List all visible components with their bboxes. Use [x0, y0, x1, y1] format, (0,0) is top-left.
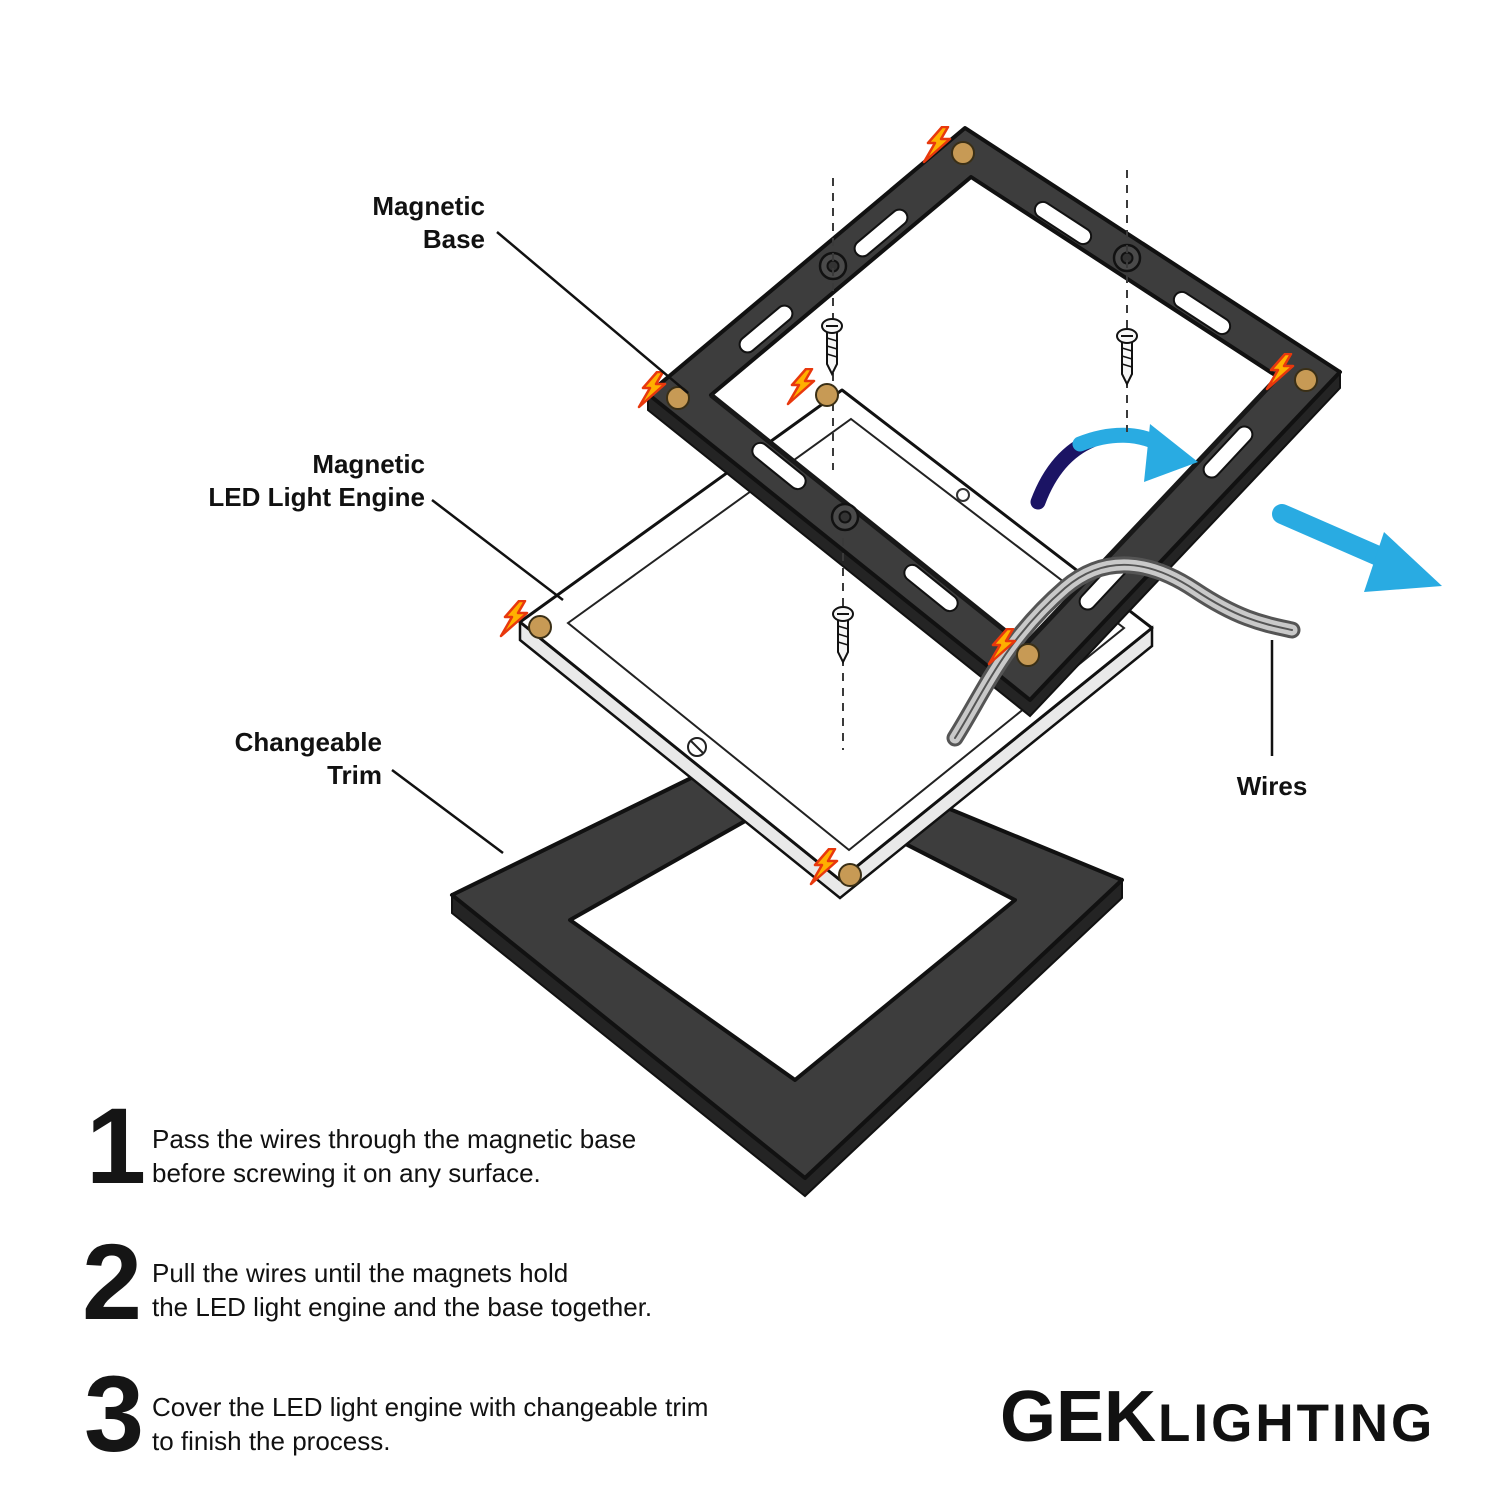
pull-up-arrow [1030, 424, 1198, 510]
label-magnetic-base: Magnetic Base [372, 191, 485, 254]
engine-screw-hole [687, 737, 707, 757]
leader-lines [391, 231, 1274, 855]
step-2-number: 2 [82, 1221, 142, 1342]
engine-small-hole [956, 488, 970, 502]
trim-graphic [450, 735, 1124, 1198]
step-1-text: Pass the wires through the magnetic base… [152, 1124, 637, 1189]
magnet-dots [528, 141, 1318, 887]
leader-trim [391, 768, 504, 855]
pull-out-arrow [1272, 504, 1442, 592]
screw-graphic [821, 318, 1138, 665]
leader-magnetic-base [496, 231, 689, 394]
leader-led-engine [431, 499, 564, 601]
logo-brand-text: GEK [1000, 1377, 1157, 1457]
wire-graphic [946, 556, 1301, 747]
base-screw-bosses [818, 243, 1142, 532]
step-3-number: 3 [84, 1353, 144, 1474]
step-1-number: 1 [86, 1085, 146, 1206]
step-3-text: Cover the LED light engine with changeab… [152, 1392, 709, 1457]
step-2-text: Pull the wires until the magnets hold th… [152, 1258, 653, 1323]
label-led-engine: Magnetic LED Light Engine [208, 449, 425, 512]
base-mounting-slots [738, 200, 1254, 613]
label-wires: Wires [1236, 771, 1308, 801]
logo-suffix-text: LIGHTING [1158, 1394, 1436, 1453]
label-changeable-trim: Changeable Trim [234, 727, 382, 790]
magnetic-base-graphic [646, 126, 1342, 718]
